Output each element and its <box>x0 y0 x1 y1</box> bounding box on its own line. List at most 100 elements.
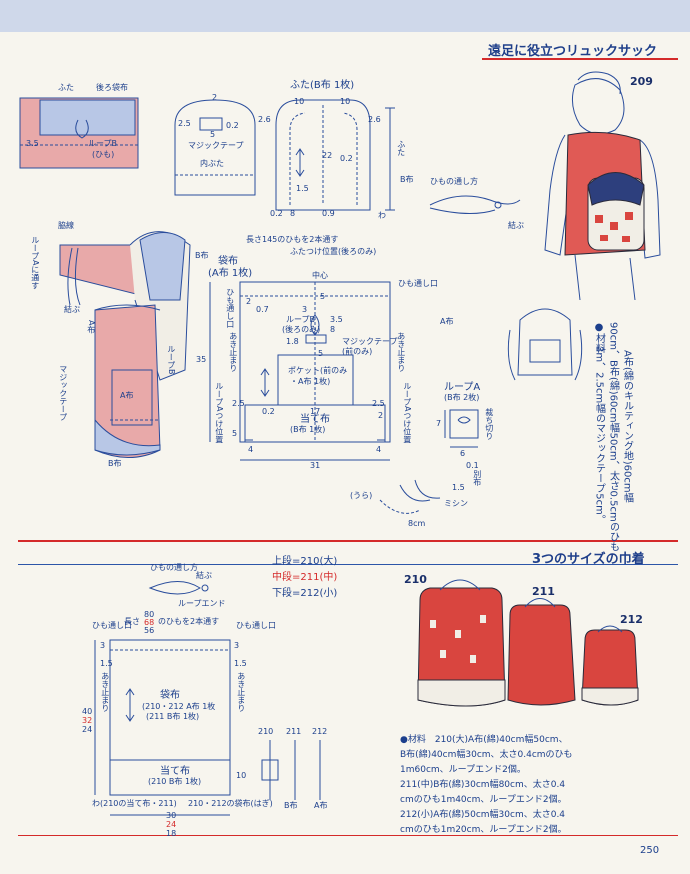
body-2: 2 <box>246 297 252 306</box>
ds-lab-210: 210 <box>258 727 274 736</box>
ds-mat-line: cmのひも1m40cm、ループエンド2個。 <box>400 795 567 805</box>
item-number-209: 209 <box>630 75 653 88</box>
ds-title3: (211 B布 1枚) <box>146 712 200 721</box>
body-front-only: (前のみ) <box>342 347 373 356</box>
ds-stitch-end-l: あき止まり <box>100 672 110 712</box>
page-number: 250 <box>640 845 660 856</box>
ds-title2: (210・212 A布 1枚 <box>142 702 216 711</box>
title-rule-top <box>482 58 678 60</box>
loop-a-15: 1.5 <box>452 483 465 492</box>
flap-piece-outline <box>275 99 371 211</box>
body-31: 31 <box>310 461 321 470</box>
flap-b-fabric: B布 <box>400 175 414 184</box>
ds-wa-note2: 210・212の袋布(はぎ) <box>188 799 273 808</box>
ds-len-80: 80 <box>144 610 155 619</box>
loop-a-square <box>449 409 479 439</box>
ds-stitch-end-r: あき止まり <box>236 672 246 712</box>
body-patch: 当て布 <box>300 414 330 425</box>
flap-26a: 2.6 <box>258 115 271 124</box>
label-dim-35: 3.5 <box>26 139 39 148</box>
body-lid-pos: ふたつけ位置(後ろのみ) <box>290 247 377 256</box>
asm-pass-loop: ループAに通す <box>30 236 40 290</box>
ds-patch: 当て布 <box>160 766 190 777</box>
body-07: 0.7 <box>256 305 269 314</box>
cord-method-knot: 結ぶ <box>508 221 524 230</box>
ds-lab-211: 211 <box>286 727 302 736</box>
body-a-fabric: A布 <box>440 317 454 326</box>
size-lower: 下段=212(小) <box>272 588 338 599</box>
flap-10a: 10 <box>294 97 305 106</box>
body-title2: (A布 1枚) <box>208 268 253 279</box>
ds-title: 袋布 <box>160 690 180 701</box>
loop-a-bias: 裁ち切り <box>484 408 494 440</box>
ds-cord-title: ひもの通し方 <box>150 563 198 572</box>
body-35: 3.5 <box>330 315 343 324</box>
flap-10b: 10 <box>340 97 351 106</box>
flap-22: 22 <box>322 151 333 160</box>
ds-lab-212: 212 <box>312 727 328 736</box>
flap-09: 0.9 <box>322 209 335 218</box>
body-8: 8 <box>330 325 336 334</box>
inner-flap-label: 内ぶた <box>200 159 224 168</box>
flap-wa: わ <box>378 211 386 220</box>
ds-cord-hole-l: ひも通し口 <box>92 621 132 630</box>
ds-mat-line: 1m60cm、ループエンド2個。 <box>400 765 526 775</box>
body-stitch-end-r: あき止まり <box>396 332 406 372</box>
ds-mat-line: 212(小)A布(綿)50cm幅30cm、太さ0.4 <box>400 810 566 820</box>
body-loop-b: ループB <box>286 315 316 324</box>
ds-10: 10 <box>236 771 247 780</box>
body-magic: マジックテープ <box>342 337 398 346</box>
ds-h40: 40 <box>82 707 93 716</box>
loop-a-machine: ミシン <box>444 499 468 508</box>
loop-a-title: ループA <box>444 382 481 393</box>
body-loop-a-pos-l: ループAつけ位置 <box>214 382 224 444</box>
section-title-rucksack: 遠足に役立つリュックサック <box>488 44 658 59</box>
loop-a-ura: (うら) <box>350 491 373 500</box>
ds-len-68: 68 <box>144 618 155 627</box>
size-middle: 中段=211(中) <box>272 572 338 583</box>
body-title: 袋布 <box>218 256 238 267</box>
body-back-only: (後ろのみ) <box>282 325 321 334</box>
drawstring-piece-outline <box>109 639 231 796</box>
body-pocket2: ・A布 1枚) <box>290 377 331 386</box>
patch-outline <box>244 404 386 443</box>
rucksack-materials-line1: A布(綿のキルティング地)60cm幅 <box>621 350 633 503</box>
flap-8: 8 <box>290 209 296 218</box>
asm-b-fabric: B布 <box>195 251 209 260</box>
ds-cord-knot: 結ぶ <box>196 571 212 580</box>
loop-a-6: 6 <box>460 449 466 458</box>
section-divider <box>18 540 678 542</box>
ds-mat-line: cmのひも1m20cm、ループエンド2個。 <box>400 825 567 835</box>
rucksack-materials-line3: 3m、2.5cm幅のマジックテープ5cm。 <box>593 346 605 525</box>
body-5b: 5 <box>318 349 324 358</box>
ds-patch2: (210 B布 1枚) <box>148 777 202 786</box>
ds-cord-hole-r: ひも通し口 <box>236 621 276 630</box>
bottom-rule <box>18 835 678 836</box>
inner-flap-5: 5 <box>210 130 216 139</box>
body-center: 中心 <box>312 271 328 280</box>
ds-15b: 1.5 <box>234 659 247 668</box>
assembly-top-fill <box>59 244 141 296</box>
flap-sketch-flap <box>39 99 136 136</box>
body-5c: 5 <box>232 429 238 438</box>
loop-a-7: 7 <box>436 419 442 428</box>
body-5: 5 <box>320 292 326 301</box>
ds-b-fabric: B布 <box>284 801 298 810</box>
body-pocket: ポケット(前のみ <box>288 366 348 375</box>
title-rule-bottom <box>18 564 678 565</box>
inner-flap-2: 2 <box>212 93 218 102</box>
body-patch2: (B布 1枚) <box>290 425 326 434</box>
body-cord-hole-right: ひも通し口 <box>398 279 438 288</box>
ds-wa-note: わ(210の当て布・211) <box>92 799 177 808</box>
body-17: 17 <box>310 407 321 416</box>
inner-flap-25: 2.5 <box>178 119 191 128</box>
ds-loop-end: ループエンド <box>178 599 226 608</box>
flap-26b: 2.6 <box>368 115 381 124</box>
small-rucksack-icon <box>517 308 573 376</box>
ds-3a: 3 <box>100 641 106 650</box>
asm-magic: マジックテープ <box>58 365 68 421</box>
size-upper: 上段=210(大) <box>272 556 338 567</box>
flap-15: 1.5 <box>296 184 309 193</box>
body-02: 0.2 <box>262 407 275 416</box>
